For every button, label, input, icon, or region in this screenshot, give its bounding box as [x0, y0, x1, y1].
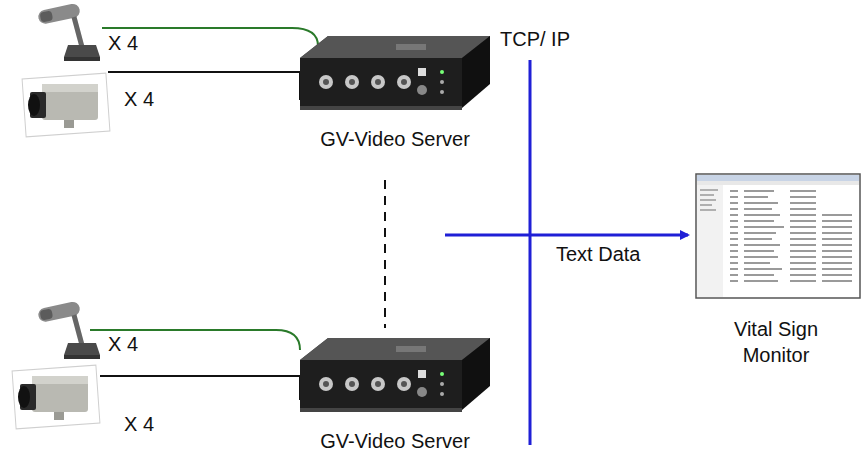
quantity-label: X 4 [108, 32, 138, 55]
video-server-device [300, 338, 490, 412]
camera-icon [22, 73, 110, 137]
camera-icon [12, 365, 100, 429]
video-server: GV-Video Server [295, 20, 495, 152]
video-server: GV-Video Server [295, 322, 495, 454]
microphone-icon [37, 3, 100, 61]
monitor-app: Vital Sign Monitor [690, 168, 862, 368]
quantity-label: X 4 [124, 413, 154, 436]
flow-label: Text Data [556, 243, 640, 266]
video-wire [100, 376, 300, 400]
video-server-device [300, 36, 490, 110]
monitor-screenshot [696, 174, 860, 298]
quantity-label: X 4 [108, 333, 138, 356]
node-label: Vital Sign Monitor [711, 316, 841, 368]
node-label: GV-Video Server [295, 428, 495, 454]
network-line [529, 60, 532, 445]
dashed-line [384, 180, 386, 328]
network-label: TCP/ IP [500, 28, 570, 51]
data-arrow [445, 234, 688, 237]
node-label: GV-Video Server [295, 126, 495, 152]
quantity-label: X 4 [124, 88, 154, 111]
